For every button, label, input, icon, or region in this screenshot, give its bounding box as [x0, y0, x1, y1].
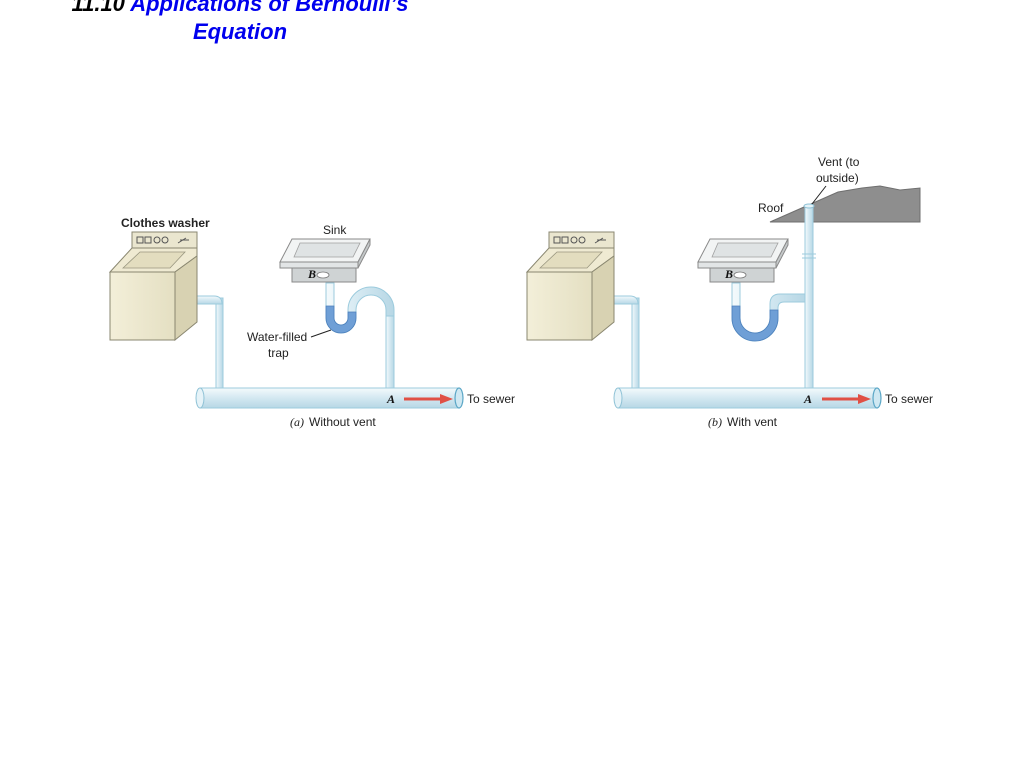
- roof-label: Roof: [758, 201, 784, 215]
- trap-label-line-1: Water-filled: [247, 330, 307, 344]
- vent-label-line-1: Vent (to: [818, 155, 860, 169]
- washer-drain-pipe: [215, 297, 224, 391]
- drain-icon: [316, 271, 330, 279]
- sewer-label-b: To sewer: [885, 392, 933, 406]
- caption-text-a: Without vent: [309, 415, 376, 429]
- arrow-head-icon: [440, 394, 453, 404]
- title-line-1: Applications of Bernoulli’s: [130, 0, 409, 16]
- drain-icon: [733, 271, 747, 279]
- trap-leader-line: [310, 329, 332, 338]
- vent-stack: [804, 205, 814, 391]
- sewer-label-a: To sewer: [467, 392, 515, 406]
- pipe-end-right-b: [872, 387, 882, 409]
- pipe-end-left-a: [195, 387, 205, 409]
- stack-pipe-a: [385, 315, 395, 391]
- sink-a: [279, 238, 371, 283]
- vent-opening: [803, 203, 815, 209]
- trap-water-a: [325, 305, 357, 334]
- washer-label: Clothes washer: [121, 216, 210, 230]
- trap-water-b: [731, 305, 779, 342]
- section-number: 11.10: [71, 0, 125, 16]
- point-b-label-b: B: [724, 267, 733, 281]
- roof: [769, 185, 921, 223]
- panel-with-vent: B Vent (to outside) Roof A: [525, 155, 933, 429]
- arrow-head-icon: [858, 394, 871, 404]
- title-line-2: Equation: [192, 19, 288, 44]
- washer-drain-pipe-b: [631, 297, 640, 391]
- washer-outlet-pipe: [195, 295, 223, 305]
- caption-letter-a: (a): [290, 415, 304, 429]
- pipe-end-right-a: [454, 387, 464, 409]
- slide-title: 11.10 Applications of Bernoulli’s Equati…: [0, 0, 480, 46]
- caption-letter-b: (b): [708, 415, 722, 429]
- trap-label-line-2: trap: [268, 346, 289, 360]
- vent-label-line-2: outside): [816, 171, 859, 185]
- sink-label: Sink: [323, 223, 347, 237]
- caption-text-b: With vent: [727, 415, 778, 429]
- clothes-washer-b: [525, 231, 615, 342]
- clothes-washer-a: [108, 231, 198, 342]
- pipe-end-left-b: [613, 387, 623, 409]
- point-b-label-a: B: [307, 267, 316, 281]
- sink-b: [697, 238, 789, 283]
- vent-leader-line: [811, 185, 827, 205]
- point-a-label-b: A: [803, 392, 812, 406]
- panel-without-vent: B Sink Clothes washer Water-filled trap: [108, 216, 515, 429]
- washer-outlet-pipe-b: [611, 295, 639, 305]
- point-a-label-a: A: [386, 392, 395, 406]
